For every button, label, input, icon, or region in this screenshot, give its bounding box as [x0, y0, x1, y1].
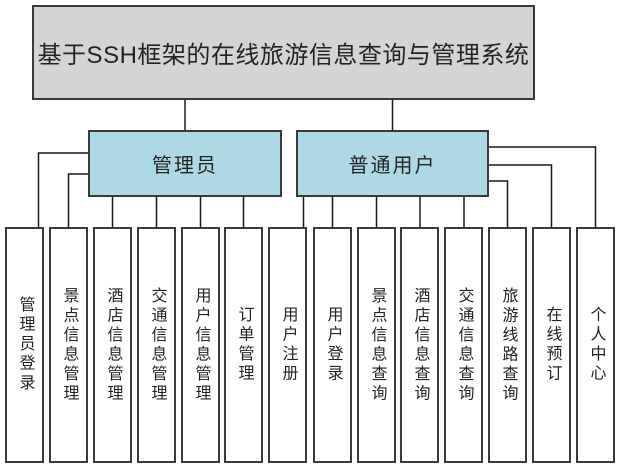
user-login-label: 用户登录: [324, 306, 342, 384]
user-register-node: 用户注册: [268, 227, 307, 463]
traffic-info-query-node: 交通信息查询: [444, 227, 483, 463]
scenic-info-manage-node: 景点信息管理: [49, 227, 88, 463]
admin-login-node: 管理员登录: [5, 227, 44, 463]
hotel-info-manage-label: 酒店信息管理: [104, 286, 122, 404]
traffic-info-manage-node: 交通信息管理: [137, 227, 176, 463]
user-info-manage-label: 用户信息管理: [192, 286, 210, 404]
route-query-label: 旅游线路查询: [499, 286, 517, 404]
root-node: 基于SSH框架的在线旅游信息查询与管理系统: [32, 5, 535, 100]
edge-user-booking: [489, 164, 553, 227]
hotel-info-manage-node: 酒店信息管理: [93, 227, 132, 463]
order-manage-node: 订单管理: [224, 227, 263, 463]
order-manage-label: 订单管理: [235, 306, 253, 384]
scenic-info-manage-label: 景点信息管理: [60, 286, 78, 404]
scenic-info-query-label: 景点信息查询: [368, 286, 386, 404]
hotel-info-query-node: 酒店信息查询: [400, 227, 439, 463]
user-info-manage-node: 用户信息管理: [181, 227, 220, 463]
root-node-label: 基于SSH框架的在线旅游信息查询与管理系统: [37, 42, 530, 69]
hotel-info-query-label: 酒店信息查询: [411, 286, 429, 404]
admin-node-label: 管理员: [152, 155, 218, 177]
edge-user-personal: [489, 146, 597, 227]
user-register-label: 用户注册: [279, 306, 297, 384]
user-node: 普通用户: [296, 130, 489, 197]
user-login-node: 用户登录: [313, 227, 352, 463]
admin-node: 管理员: [88, 130, 282, 197]
traffic-info-query-label: 交通信息查询: [455, 286, 473, 404]
admin-login-label: 管理员登录: [16, 296, 34, 394]
edge-admin-login: [37, 152, 88, 227]
route-query-node: 旅游线路查询: [488, 227, 527, 463]
edge-user-route: [489, 180, 509, 227]
user-node-label: 普通用户: [348, 155, 437, 177]
traffic-info-manage-label: 交通信息管理: [148, 286, 166, 404]
online-booking-node: 在线预订: [532, 227, 571, 463]
scenic-info-query-node: 景点信息查询: [357, 227, 396, 463]
edge-admin-scenic: [67, 173, 88, 227]
personal-center-label: 个人中心: [587, 306, 605, 384]
personal-center-node: 个人中心: [576, 227, 615, 463]
online-booking-label: 在线预订: [543, 306, 561, 384]
